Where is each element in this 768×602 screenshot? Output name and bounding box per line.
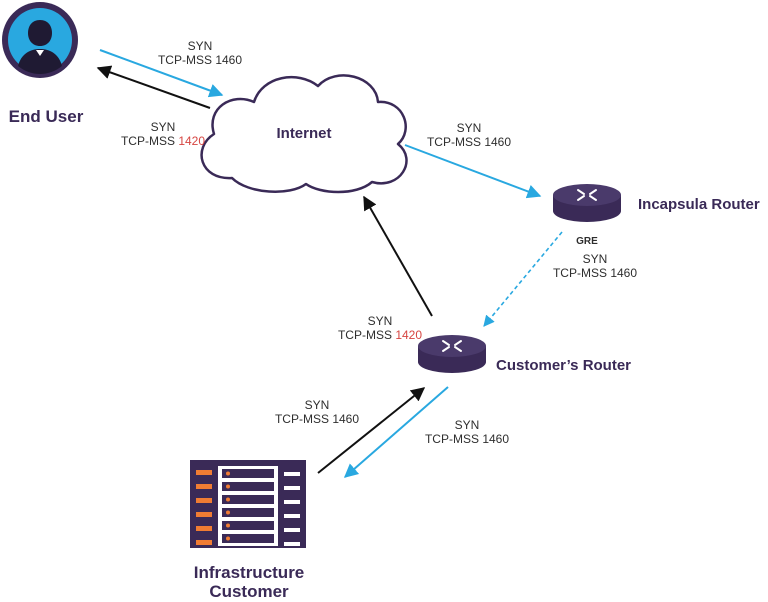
svg-text:SYN: SYN xyxy=(305,398,330,412)
customers-router-icon xyxy=(418,335,486,373)
svg-text:SYN: SYN xyxy=(457,121,482,135)
edge-label-infra-to-customer: SYN TCP-MSS 1460 xyxy=(275,398,359,426)
incapsula-router-label: Incapsula Router xyxy=(638,196,760,213)
arrow-internet-to-incapsula xyxy=(404,144,542,199)
edge-label-customer-to-internet: SYN TCP-MSS 1420 xyxy=(338,314,422,342)
arrow-incapsula-to-customer-gre xyxy=(483,231,563,327)
internet-label: Internet xyxy=(276,125,331,142)
edge-label-incapsula-to-customer: SYN TCP-MSS 1460 xyxy=(553,252,637,280)
arrow-customer-to-internet xyxy=(363,195,433,317)
svg-text:SYN: SYN xyxy=(188,39,213,53)
infrastructure-customer-label-line1: Infrastructure xyxy=(194,563,305,582)
svg-text:TCP-MSS 1420: TCP-MSS 1420 xyxy=(338,328,422,342)
svg-text:SYN: SYN xyxy=(583,252,608,266)
customers-router-label: Customer’s Router xyxy=(496,357,631,374)
svg-text:TCP-MSS 1460: TCP-MSS 1460 xyxy=(158,53,242,67)
edge-label-user-to-internet: SYN TCP-MSS 1460 xyxy=(158,39,242,67)
svg-text:SYN: SYN xyxy=(368,314,393,328)
svg-text:TCP-MSS 1460: TCP-MSS 1460 xyxy=(425,432,509,446)
arrow-internet-to-user xyxy=(96,65,211,109)
gre-label: GRE xyxy=(576,236,598,247)
infrastructure-customer-label-line2: Customer xyxy=(209,582,289,601)
edge-label-customer-to-infra: SYN TCP-MSS 1460 xyxy=(425,418,509,446)
edge-label-internet-to-user: SYN TCP-MSS 1420 xyxy=(121,120,205,148)
svg-text:TCP-MSS 1460: TCP-MSS 1460 xyxy=(427,135,511,149)
end-user-icon xyxy=(2,2,78,78)
end-user-label: End User xyxy=(9,107,84,126)
arrow-infra-to-customer xyxy=(317,387,426,474)
incapsula-router-icon xyxy=(553,184,621,222)
svg-text:TCP-MSS 1420: TCP-MSS 1420 xyxy=(121,134,205,148)
svg-text:TCP-MSS 1460: TCP-MSS 1460 xyxy=(275,412,359,426)
arrow-customer-to-infra xyxy=(343,386,449,478)
edge-label-internet-to-incapsula: SYN TCP-MSS 1460 xyxy=(427,121,511,149)
svg-text:TCP-MSS 1460: TCP-MSS 1460 xyxy=(553,266,637,280)
svg-text:SYN: SYN xyxy=(455,418,480,432)
internet-cloud-icon xyxy=(200,74,408,194)
server-rack-icon xyxy=(190,460,306,548)
arrow-user-to-internet xyxy=(99,49,224,98)
svg-text:SYN: SYN xyxy=(151,120,176,134)
